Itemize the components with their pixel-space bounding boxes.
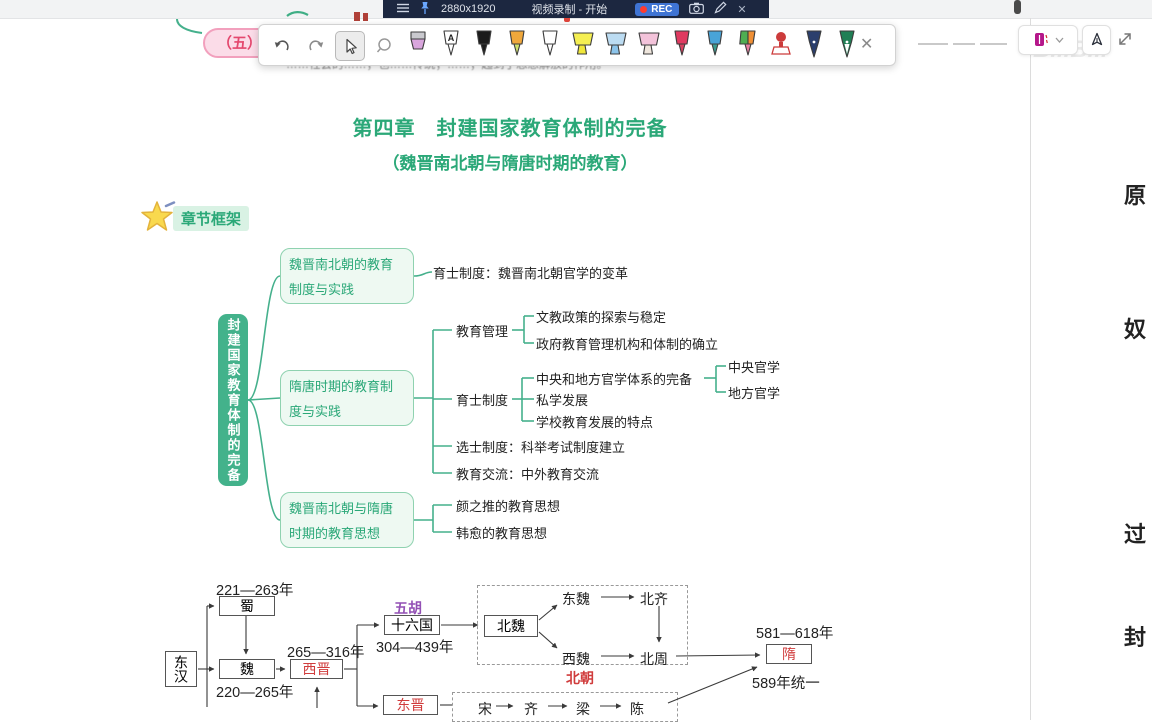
- lasso-tool[interactable]: [373, 35, 395, 57]
- timeline-box-donghan: 东汉: [165, 651, 197, 687]
- chevron-down-icon: [1055, 37, 1063, 43]
- page-fragment-teal-line: [176, 18, 203, 34]
- recording-resolution: 2880x1920: [441, 3, 496, 15]
- leaf-xuexiao: 学校教育发展的特点: [536, 415, 654, 430]
- timeline-box-xijin: 西晋: [290, 659, 343, 679]
- timeline-box-sui: 隋: [766, 644, 812, 664]
- faded-text-line: [953, 43, 975, 45]
- expand-icon[interactable]: [1116, 30, 1134, 53]
- timeline-box-wei: 魏: [219, 659, 275, 679]
- mindmap-root-node: 封建国家教育体制的完备: [218, 314, 248, 486]
- leaf-jiaoliu: 教育交流：中外教育交流: [456, 467, 600, 482]
- timeline-label-xiwei: 西魏: [562, 651, 590, 667]
- pen-list: A: [405, 29, 860, 59]
- faded-text-line: [918, 43, 948, 45]
- leaf-sixue: 私学发展: [536, 393, 589, 408]
- timeline-unify-note: 589年统一: [752, 676, 820, 692]
- timeline-box-beiwei: 北魏: [484, 615, 538, 637]
- timeline-year-xijin: 265—316年: [287, 645, 365, 661]
- leaf-yushi: 育士制度: [456, 393, 509, 408]
- timeline-label-beizhou: 北周: [640, 651, 668, 667]
- draw-pencil-icon[interactable]: [714, 1, 727, 17]
- leaf-difang-guanxue: 地方官学: [728, 386, 781, 401]
- leaf-wenjiao: 文教政策的探索与稳定: [536, 310, 667, 325]
- cursor-tool-selected[interactable]: [335, 31, 365, 61]
- page-divider: [1030, 18, 1031, 720]
- leaf-xuanshi: 选士制度：科举考试制度建立: [456, 440, 626, 455]
- rec-dot-icon: [640, 5, 648, 13]
- timeline-label-liang: 梁: [576, 701, 590, 717]
- leaf-zhengfu: 政府教育管理机构和体制的确立: [536, 337, 719, 352]
- timeline-box-dongjin: 东晋: [383, 695, 438, 715]
- leaf-zhongyang-guanxue: 中央官学: [728, 360, 781, 375]
- timeline-year-shu: 221—263年: [216, 583, 294, 599]
- green-fountain-pen[interactable]: [834, 29, 860, 59]
- quill-tool-button[interactable]: [1082, 25, 1111, 55]
- page-subtitle: （魏晋南北朝与隋唐时期的教育）: [382, 154, 638, 173]
- recorder-close-icon[interactable]: ✕: [737, 3, 747, 16]
- rec-button[interactable]: REC: [635, 2, 680, 16]
- section-label: 章节框架: [173, 206, 250, 231]
- annotation-toolbar: A ✕: [258, 24, 896, 66]
- edge-char: 封: [1124, 625, 1147, 650]
- navy-fountain-pen[interactable]: [801, 29, 827, 59]
- blue-highlighter[interactable]: [603, 29, 629, 59]
- eraser-tool[interactable]: [405, 29, 431, 59]
- edge-char: 过: [1124, 522, 1147, 547]
- menu-icon[interactable]: [397, 3, 409, 16]
- magenta-marker-icon: [1034, 33, 1048, 46]
- mindmap-root-label: 封建国家教育体制的完备: [225, 317, 241, 483]
- timeline-label-song: 宋: [478, 701, 492, 717]
- blue-marker[interactable]: [702, 29, 728, 59]
- timeline-year-wei: 220—265年: [216, 685, 294, 701]
- leaf-yanzhitui: 颜之推的教育思想: [456, 499, 561, 514]
- timeline-label-beiqi: 北齐: [640, 591, 668, 607]
- orange-marker[interactable]: [504, 29, 530, 59]
- white-marker[interactable]: [537, 29, 563, 59]
- stamp-tool[interactable]: [768, 29, 794, 59]
- pin-icon[interactable]: [419, 1, 431, 18]
- quill-nib-icon: [1091, 32, 1102, 46]
- timeline-year-shiliuguo: 304—439年: [376, 640, 454, 656]
- leaf-yushi-weijin: 育士制度：魏晋南北朝官学的变革: [433, 266, 629, 281]
- mindmap-branch-2: 隋唐时期的教育制度与实践: [280, 370, 414, 426]
- mindmap-branch-3: 魏晋南北朝与隋唐时期的教育思想: [280, 492, 414, 548]
- timeline-box-shu: 蜀: [219, 596, 275, 616]
- redo-button[interactable]: [305, 35, 327, 57]
- duo-marker[interactable]: [735, 29, 761, 59]
- black-marker[interactable]: [471, 29, 497, 59]
- svg-text:A: A: [448, 33, 455, 43]
- yellow-highlighter[interactable]: [570, 29, 596, 59]
- edge-char: 奴: [1124, 317, 1147, 342]
- star-icon: [141, 201, 176, 231]
- timeline-year-sui: 581—618年: [756, 626, 834, 642]
- page-fragment-red-mark: [354, 12, 360, 21]
- toolbar-close-icon[interactable]: ✕: [860, 36, 874, 53]
- text-pen[interactable]: A: [438, 29, 464, 59]
- page-fragment-green-mark: [286, 11, 309, 17]
- timeline-label-dongwei: 东魏: [562, 591, 590, 607]
- red-marker[interactable]: [669, 29, 695, 59]
- undo-button[interactable]: [271, 35, 293, 57]
- edge-char: 原: [1124, 183, 1147, 208]
- leaf-tixi: 中央和地方官学体系的完备: [536, 372, 693, 387]
- leaf-hanyu: 韩愈的教育思想: [456, 526, 548, 541]
- timeline-label-chen: 陈: [630, 701, 644, 717]
- marker-tool-button[interactable]: [1018, 25, 1078, 55]
- timeline-box-shiliuguo: 十六国: [384, 615, 440, 635]
- faded-text-line: [980, 43, 1007, 45]
- screen-recorder-bar: 2880x1920 视频录制 - 开始 REC ✕: [383, 0, 769, 18]
- mindmap-branch-1: 魏晋南北朝的教育制度与实践: [280, 248, 414, 304]
- scrollbar-thumb[interactable]: [1014, 0, 1021, 14]
- page-title: 第四章 封建国家教育体制的完备: [352, 118, 668, 140]
- page-fragment-red-mark: [363, 13, 368, 21]
- recording-status: 视频录制 - 开始: [531, 4, 608, 16]
- timeline-label-beichao: 北朝: [566, 670, 594, 686]
- screenshot-camera-icon[interactable]: [689, 2, 705, 17]
- pink-highlighter[interactable]: [636, 29, 662, 59]
- leaf-jiaoyu-guanli: 教育管理: [456, 324, 509, 339]
- timeline-label-qi: 齐: [524, 701, 538, 717]
- timeline-label-wuhu: 五胡: [394, 600, 422, 616]
